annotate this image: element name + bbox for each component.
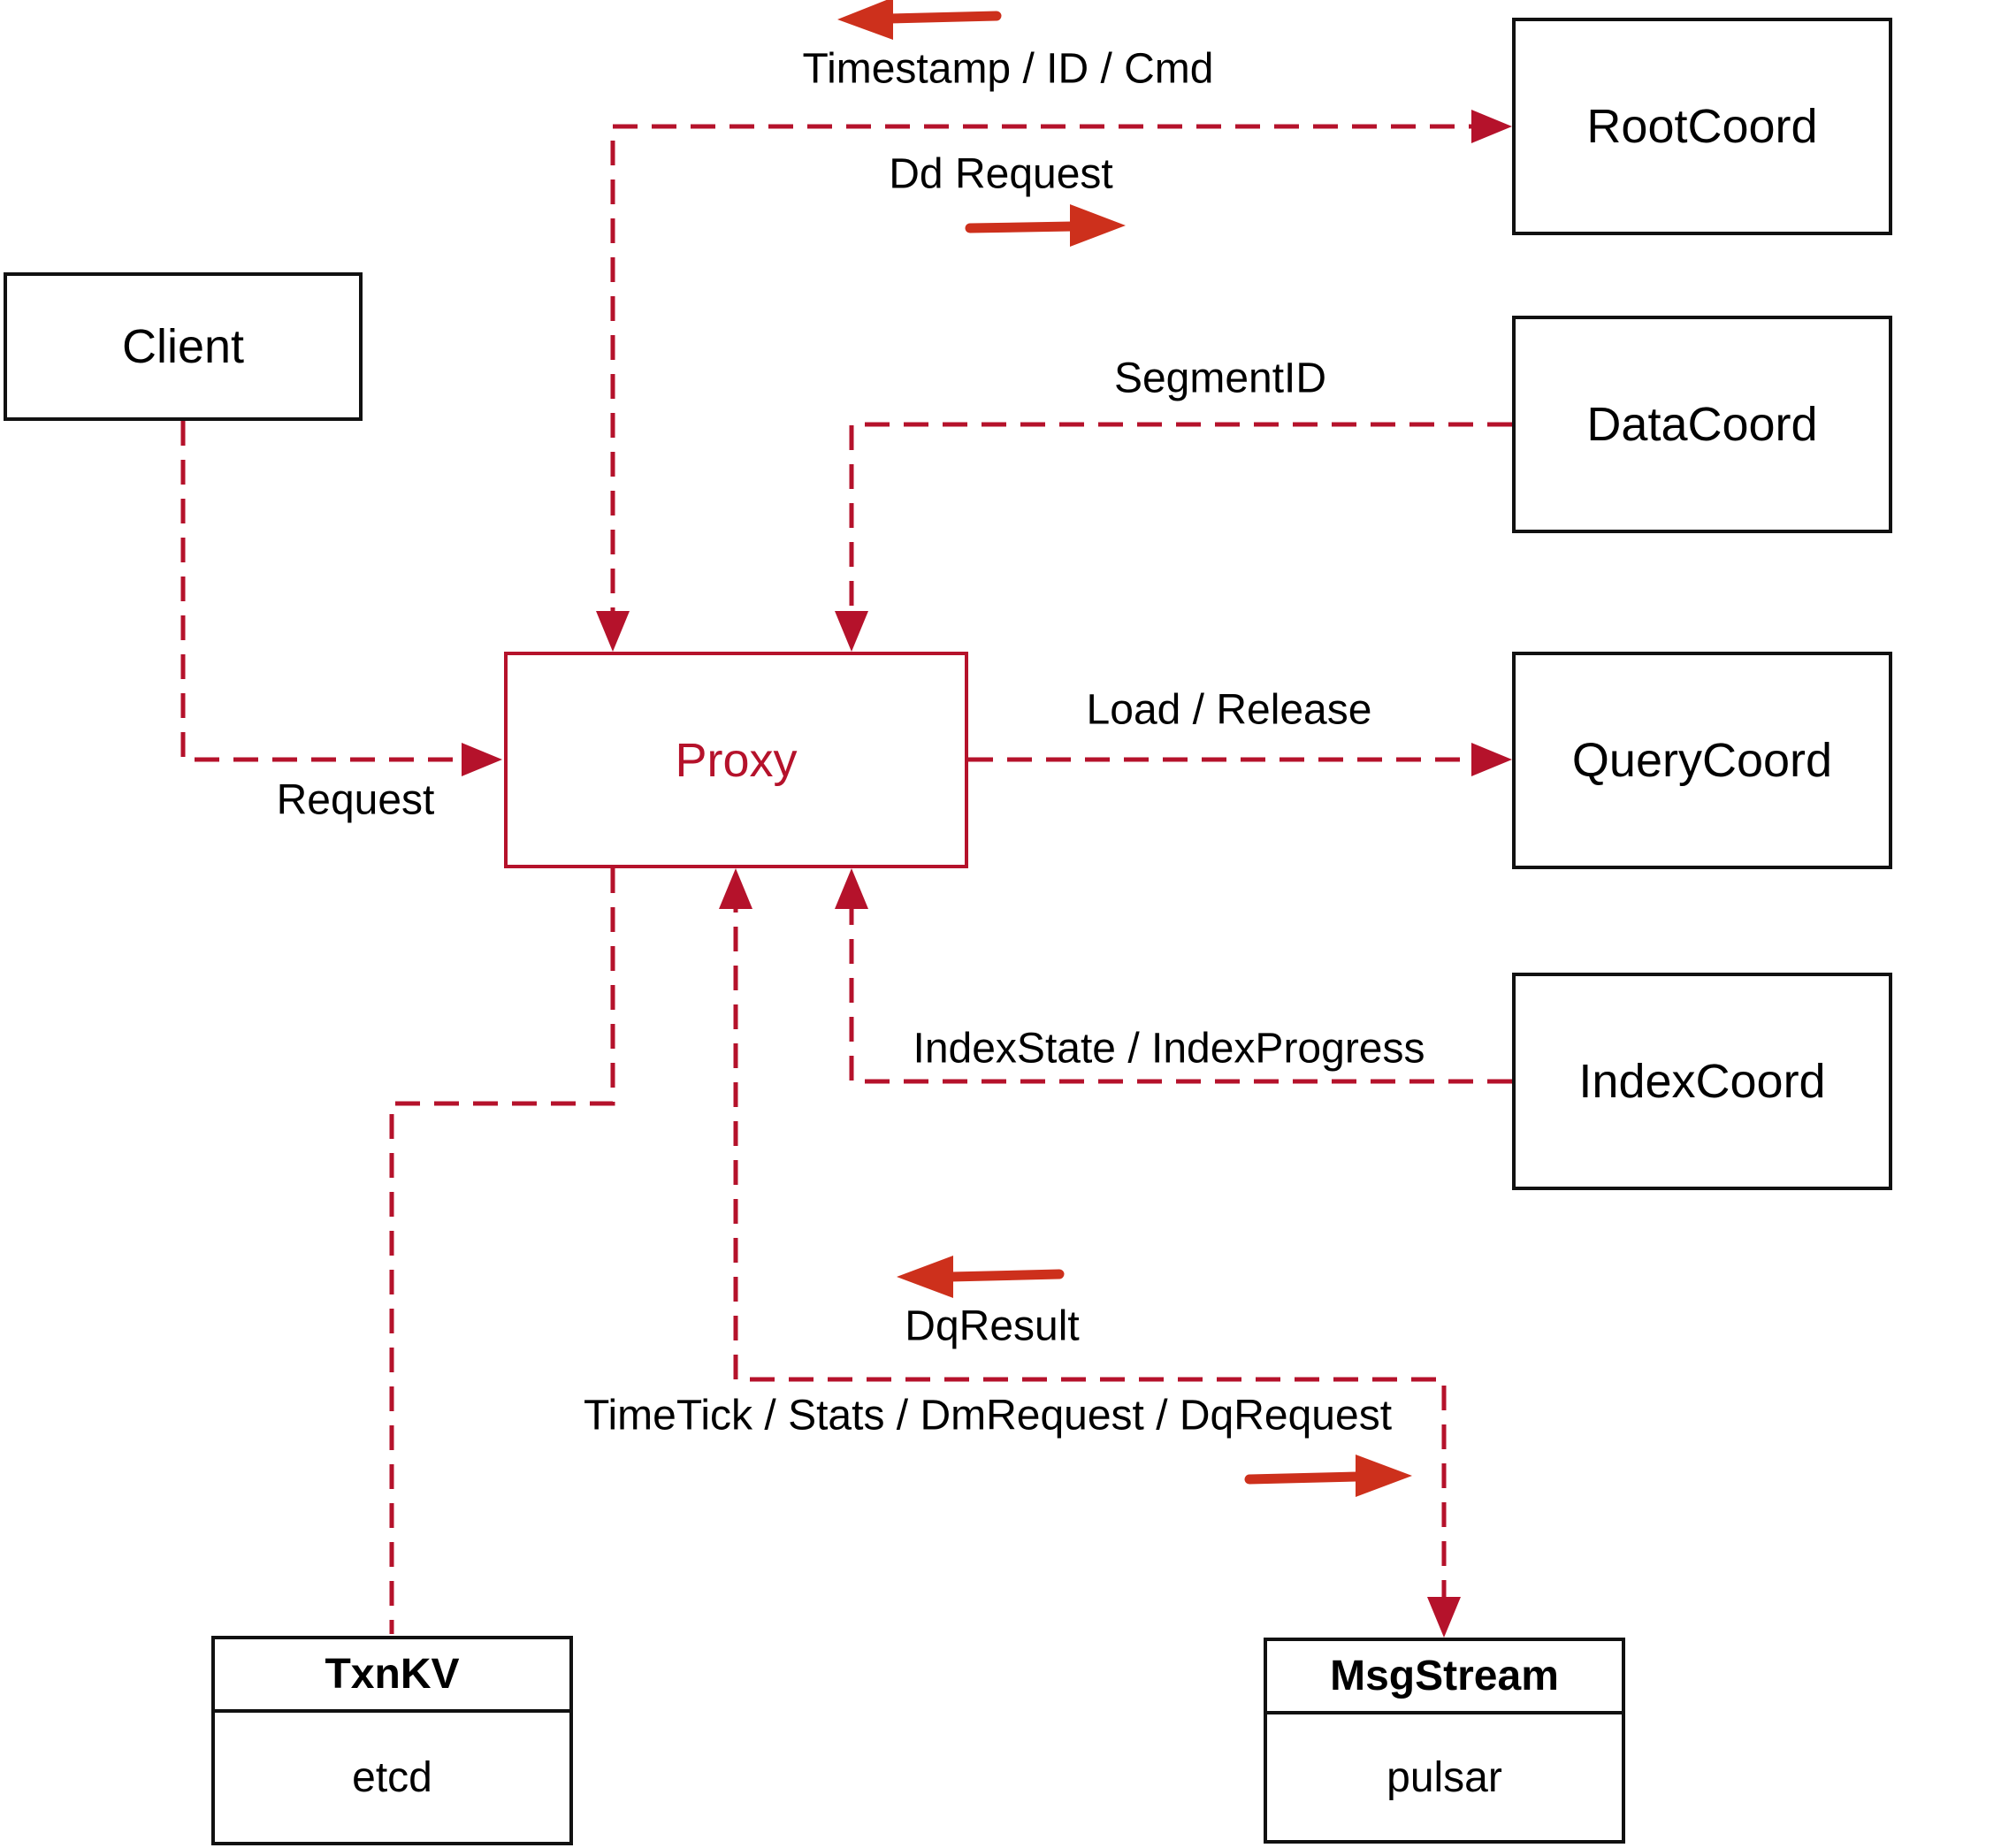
edge-label-request: Request xyxy=(276,776,435,824)
node-rootcoord: RootCoord xyxy=(1512,18,1892,235)
edge-label-timestamp: Timestamp / ID / Cmd xyxy=(802,45,1214,93)
edge-label-segment-id: SegmentID xyxy=(1113,355,1327,402)
dd-request-direction-arrow-right xyxy=(965,204,1126,247)
node-txnkv-subtitle: etcd xyxy=(352,1753,432,1801)
node-proxy: Proxy xyxy=(504,652,968,868)
edge-label-timetick: TimeTick / Stats / DmRequest / DqRequest xyxy=(583,1392,1393,1439)
node-indexcoord: IndexCoord xyxy=(1512,973,1892,1190)
node-client-label: Client xyxy=(121,320,245,373)
node-txnkv: TxnKV etcd xyxy=(211,1636,573,1845)
edge-label-index-state: IndexState / IndexProgress xyxy=(913,1025,1425,1073)
node-msgstream-subtitle: pulsar xyxy=(1386,1753,1502,1801)
edge-label-dd-request: Dd Request xyxy=(889,150,1113,198)
edge-label-dq-result: DqResult xyxy=(905,1302,1080,1350)
node-datacoord: DataCoord xyxy=(1512,316,1892,533)
arrowhead-into-proxy-bottom-center xyxy=(719,868,752,909)
node-client: Client xyxy=(4,272,363,421)
edge-proxy-msgstream xyxy=(719,868,1461,1638)
node-querycoord-label: QueryCoord xyxy=(1571,734,1833,787)
node-msgstream: MsgStream pulsar xyxy=(1264,1638,1625,1844)
node-proxy-label: Proxy xyxy=(675,733,798,787)
timetick-direction-arrow-right xyxy=(1244,1455,1412,1497)
arrowhead-into-proxy-top-right xyxy=(835,611,868,652)
node-querycoord: QueryCoord xyxy=(1512,652,1892,869)
node-datacoord-label: DataCoord xyxy=(1586,398,1818,451)
edge-indexcoord-to-proxy xyxy=(835,868,1512,1084)
arrowhead-into-msgstream xyxy=(1427,1597,1461,1638)
arrowhead-into-querycoord xyxy=(1471,743,1512,776)
node-txnkv-title: TxnKV xyxy=(215,1639,569,1713)
edge-proxy-to-querycoord xyxy=(968,743,1512,776)
edge-label-load-release: Load / Release xyxy=(1086,686,1372,734)
edge-proxy-to-txnkv xyxy=(389,868,615,1634)
dq-result-direction-arrow-left xyxy=(897,1256,1065,1298)
node-msgstream-title: MsgStream xyxy=(1267,1641,1622,1714)
node-rootcoord-label: RootCoord xyxy=(1586,100,1818,153)
edge-client-to-proxy xyxy=(180,421,502,776)
edge-proxy-rootcoord xyxy=(596,110,1512,652)
arrowhead-into-proxy-top-left xyxy=(596,611,630,652)
arrowhead-into-rootcoord xyxy=(1471,110,1512,143)
arrowhead-into-proxy-bottom-right xyxy=(835,868,868,909)
edge-datacoord-to-proxy xyxy=(835,422,1512,652)
arrowhead-into-proxy-left xyxy=(462,743,502,776)
node-indexcoord-label: IndexCoord xyxy=(1578,1055,1826,1108)
timestamp-direction-arrow-left xyxy=(837,0,1002,40)
